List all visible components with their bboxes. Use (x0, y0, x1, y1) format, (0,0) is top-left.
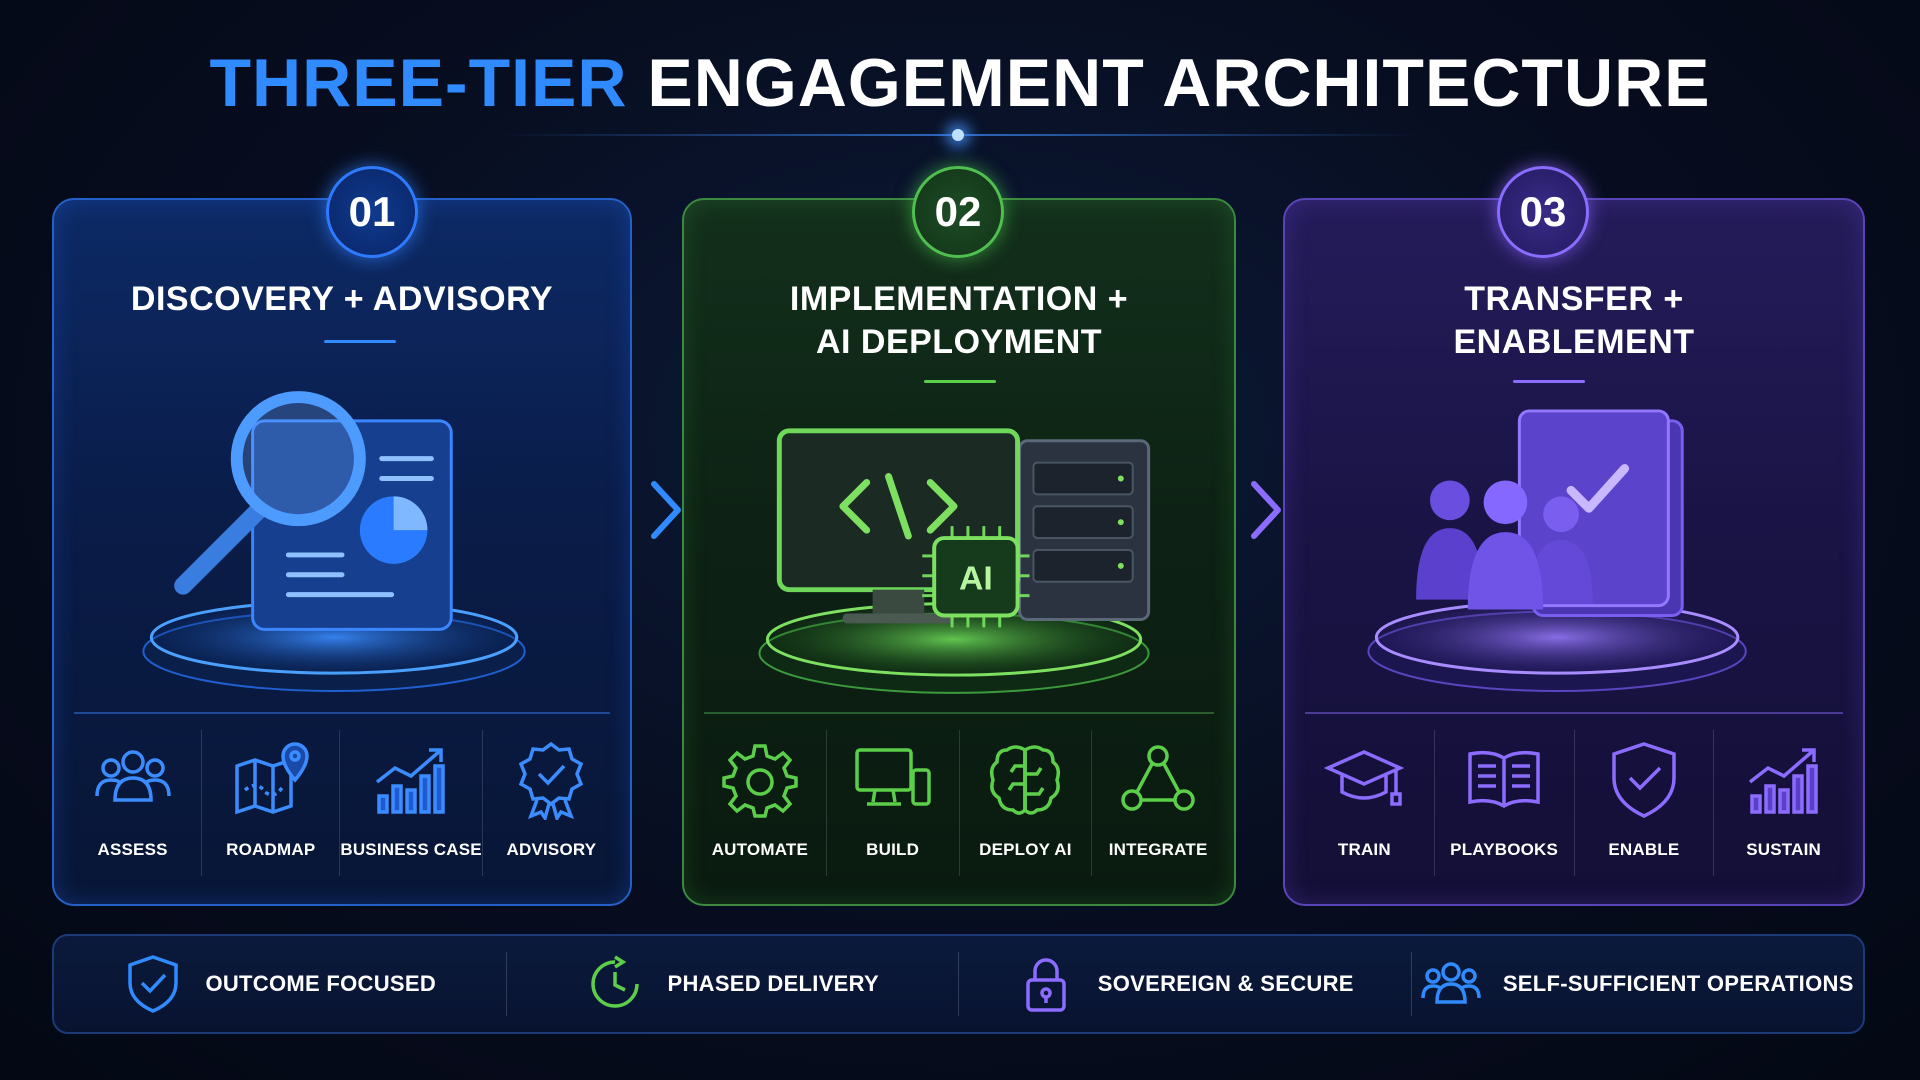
devices-icon (854, 748, 931, 806)
monitor-server-ai-chip-icon: AI (758, 428, 1151, 694)
tier-divider (74, 712, 610, 714)
tier-title: IMPLEMENTATION + AI DEPLOYMENT (789, 280, 1129, 361)
activity-train: TRAIN (1295, 730, 1434, 876)
growth-chart-icon (1748, 748, 1818, 814)
tier-title: TRANSFER + ENABLEMENT (1453, 280, 1695, 361)
graduation-cap-icon (1324, 750, 1405, 806)
tier-activities: ASSESS ROADMAP BUSINESS CASE (64, 730, 620, 876)
tier-card-implementation: 02 IMPLEMENTATION + AI DEPLOYMENT AI (682, 166, 1236, 906)
open-book-icon (1468, 750, 1540, 809)
principle-label: OUTCOME FOCUSED (205, 971, 437, 996)
magnifier-report-icon (142, 391, 526, 692)
tier-activities: AUTOMATE BUILD DEPLOY AI INTE (694, 730, 1224, 876)
people-group-icon (94, 750, 171, 802)
tier-title-underline (324, 340, 396, 343)
activity-integrate: INTEGRATE (1091, 730, 1224, 876)
activity-sustain: SUSTAIN (1713, 730, 1853, 876)
principle-outcome-focused: OUTCOME FOCUSED (54, 952, 506, 1016)
activity-label: SUSTAIN (1746, 840, 1821, 859)
activity-label: AUTOMATE (711, 840, 809, 859)
clock-cycle-icon (591, 955, 640, 1008)
principle-phased-delivery: PHASED DELIVERY (505, 952, 959, 1016)
principle-label: PHASED DELIVERY (667, 971, 879, 996)
people-group-icon (1421, 962, 1481, 1004)
title-main: ENGAGEMENT ARCHITECTURE (647, 45, 1711, 121)
activity-roadmap: ROADMAP (201, 730, 339, 876)
title-glow-dot (952, 129, 964, 141)
growth-chart-icon (376, 748, 445, 814)
activity-label: ROADMAP (226, 840, 316, 859)
activity-label: TRAIN (1337, 840, 1391, 859)
tier-activities: TRAIN PLAYBOOKS ENABLE (1295, 730, 1853, 876)
gear-icon (722, 744, 798, 818)
activity-automate: AUTOMATE (694, 730, 826, 876)
activity-label: BUSINESS CASE (340, 840, 482, 859)
activity-enable: ENABLE (1573, 730, 1714, 876)
activity-label: DEPLOY AI (979, 840, 1072, 859)
chevron-right-icon (651, 481, 681, 539)
shield-check-icon (1612, 742, 1676, 818)
activity-label: PLAYBOOKS (1450, 840, 1559, 859)
activity-advisory: ADVISORY (481, 730, 620, 876)
page-title: THREE-TIER ENGAGEMENT ARCHITECTURE (0, 44, 1920, 122)
svg-text:AI: AI (959, 560, 993, 598)
activity-build: BUILD (825, 730, 959, 876)
tier-card-transfer: 03 TRANSFER + ENABLEMENT TRAIN (1283, 166, 1865, 906)
activity-label: INTEGRATE (1108, 840, 1208, 859)
title-accent: THREE-TIER (209, 45, 628, 121)
tier-number-badge: 02 (912, 166, 1004, 258)
activity-deploy-ai: DEPLOY AI (958, 730, 1092, 876)
map-pin-icon (235, 742, 309, 815)
principle-sovereign-secure: SOVEREIGN & SECURE (958, 952, 1411, 1016)
shield-check-icon (128, 955, 179, 1013)
tier-card-discovery: 01 DISCOVERY + ADVISORY ASSES (52, 166, 632, 906)
tier-divider (1305, 712, 1843, 714)
padlock-icon (1025, 958, 1066, 1012)
tier-title-underline (1513, 380, 1585, 383)
activity-assess: ASSESS (64, 730, 201, 876)
activity-label: ASSESS (97, 840, 168, 859)
chevron-right-icon (1251, 481, 1281, 539)
principle-label: SOVEREIGN & SECURE (1097, 971, 1354, 996)
activity-label: ADVISORY (506, 840, 597, 859)
activity-playbooks: PLAYBOOKS (1433, 730, 1574, 876)
network-nodes-icon (1121, 745, 1195, 811)
tier-number-badge: 03 (1497, 166, 1589, 258)
brain-circuit-icon (990, 745, 1061, 815)
tier-title: DISCOVERY + ADVISORY (130, 280, 554, 318)
tier-title-underline (924, 380, 996, 383)
team-playbook-check-icon (1367, 409, 1747, 692)
activity-label: ENABLE (1608, 840, 1680, 859)
principles-bar: OUTCOME FOCUSED PHASED DELIVERY SOVEREIG… (52, 934, 1865, 1034)
activity-label: BUILD (866, 840, 920, 859)
award-badge-icon (519, 741, 584, 820)
tier-divider (704, 712, 1214, 714)
principle-label: SELF-SUFFICIENT OPERATIONS (1502, 971, 1854, 996)
tier-number-badge: 01 (326, 166, 418, 258)
activity-business-case: BUSINESS CASE (339, 730, 482, 876)
principle-self-sufficient: SELF-SUFFICIENT OPERATIONS (1410, 952, 1864, 1016)
